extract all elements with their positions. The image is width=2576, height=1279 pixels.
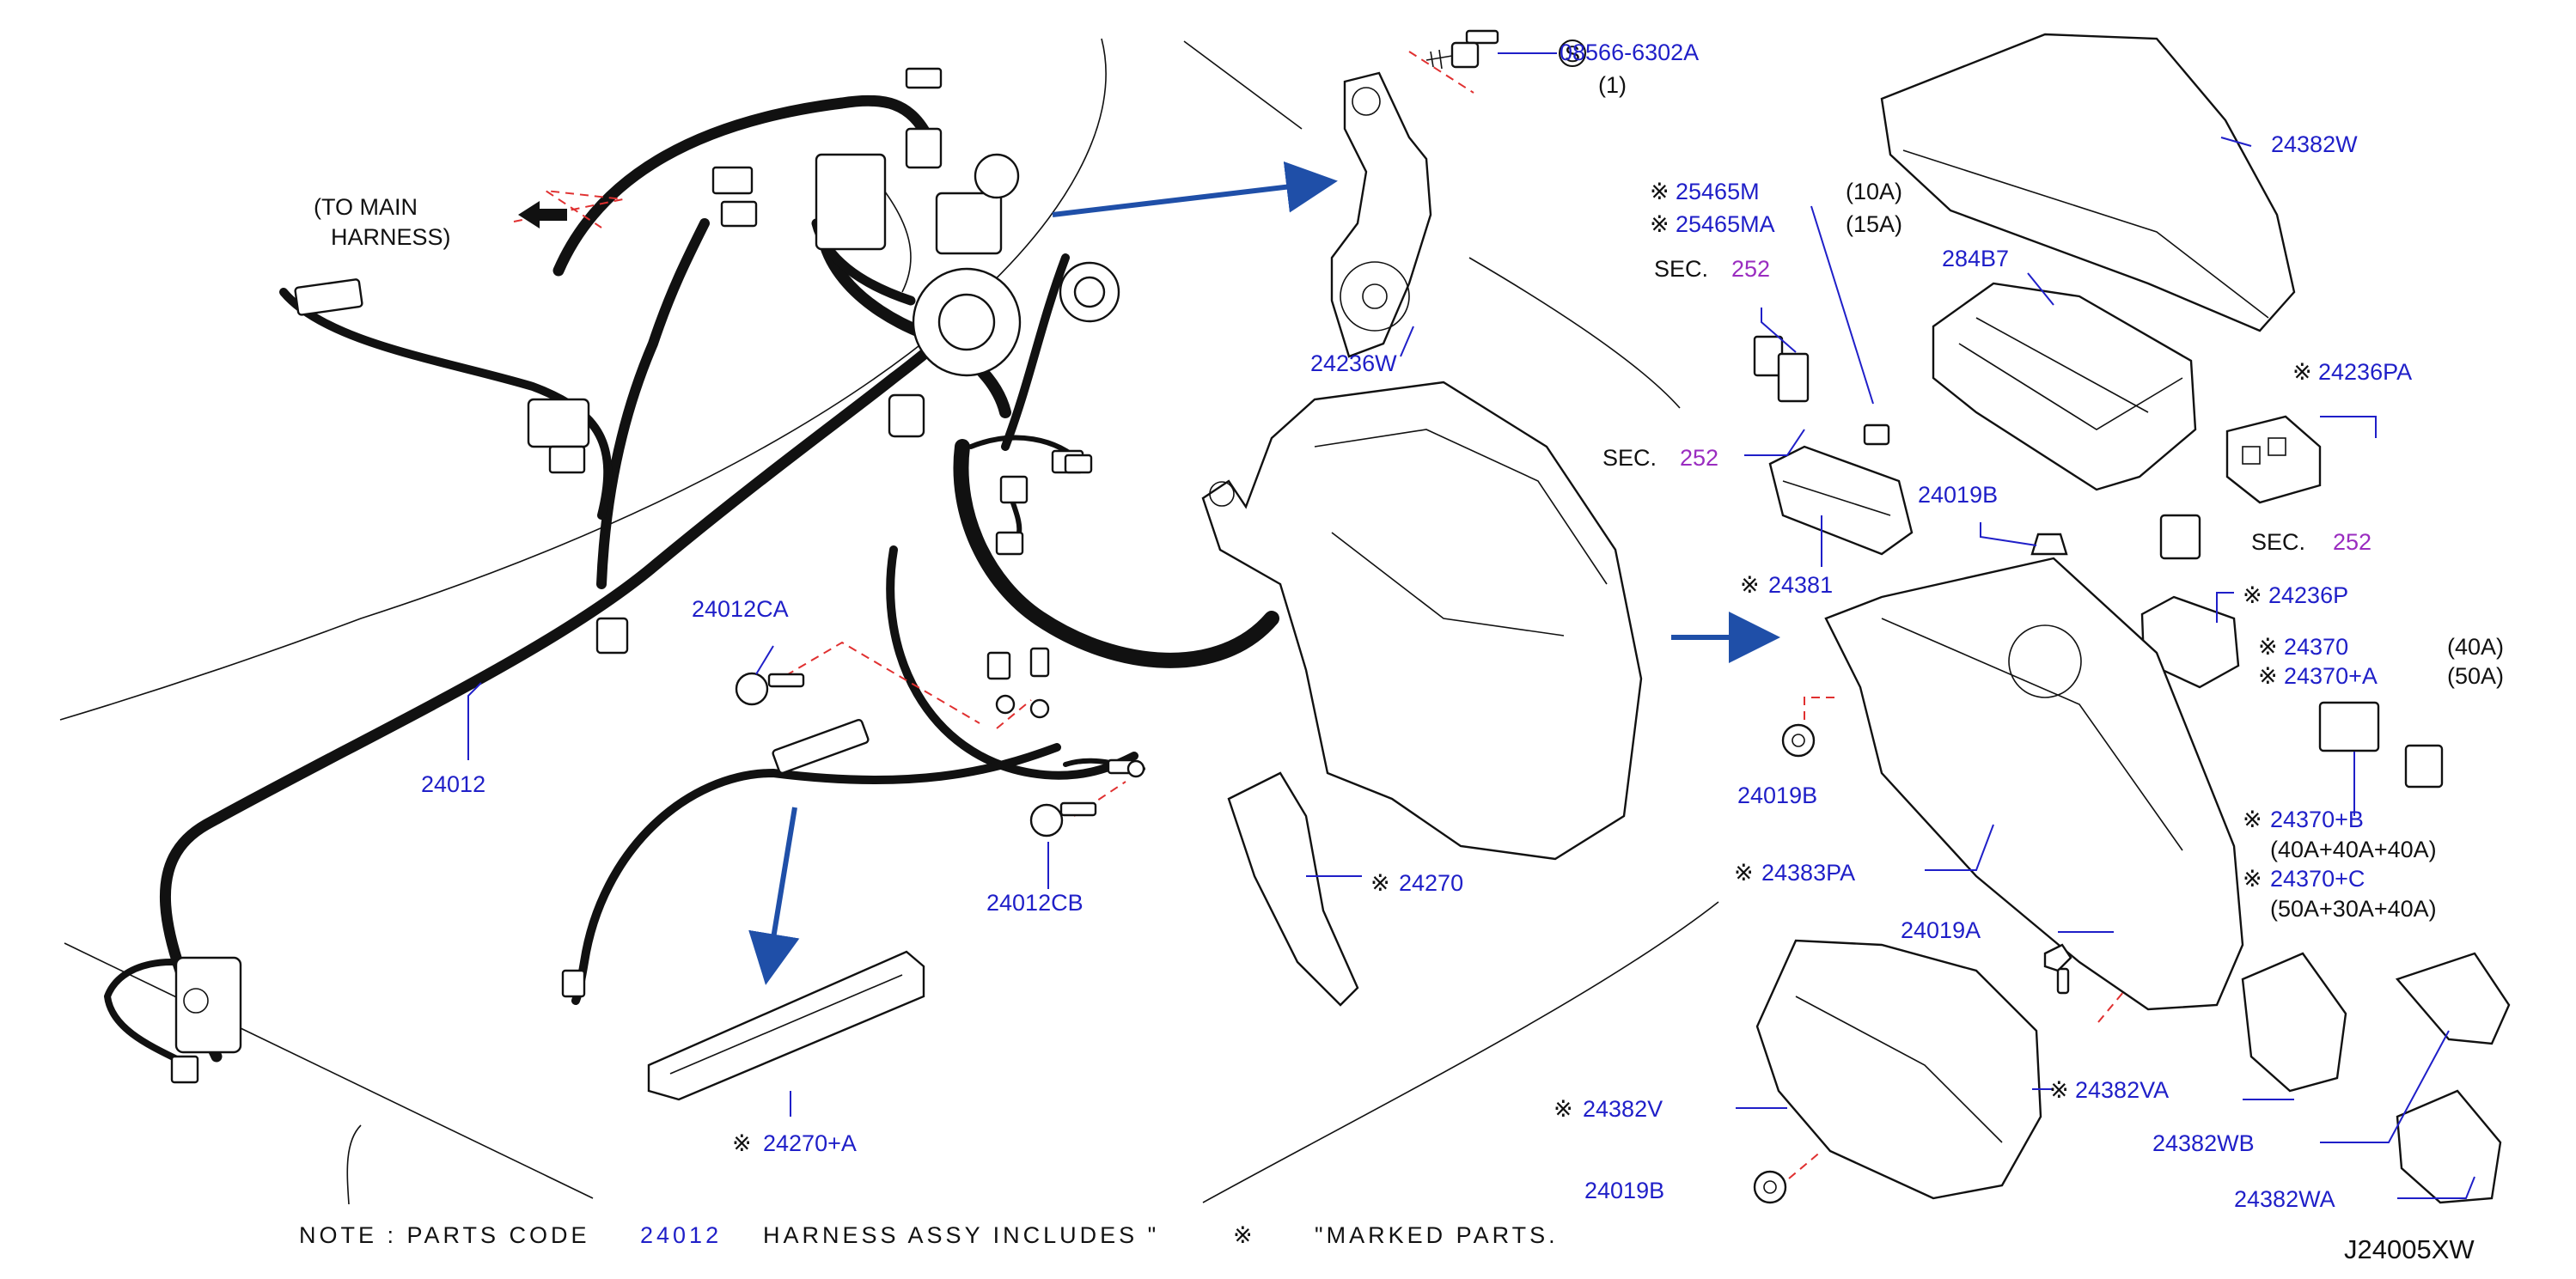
sec-label-2: SEC. bbox=[1602, 445, 1657, 471]
part-24012CA-bolt bbox=[735, 672, 805, 706]
label-08566-qty: (1) bbox=[1598, 72, 1627, 98]
mark-25465MA: ※ bbox=[1650, 211, 1670, 237]
label-24383PA: 24383PA bbox=[1761, 860, 1855, 886]
label-24370A-rating: (50A) bbox=[2447, 663, 2504, 689]
label-24370A: 24370+A bbox=[2284, 663, 2378, 689]
direction-arrows bbox=[748, 161, 1780, 985]
mark-24370: ※ bbox=[2258, 634, 2278, 660]
to-main-harness-arrow bbox=[518, 201, 567, 228]
screw-08566 bbox=[1425, 29, 1499, 70]
svg-text:S: S bbox=[1565, 41, 1580, 67]
note-suffix: "MARKED PARTS. bbox=[1315, 1222, 1559, 1248]
part-24270-wire-channel bbox=[1227, 771, 1359, 1007]
label-24019B-top: 24019B bbox=[1918, 482, 1998, 508]
label-25465MA: 25465MA bbox=[1676, 211, 1775, 237]
label-24270: 24270 bbox=[1399, 870, 1463, 896]
part-24382WA-side-cover bbox=[2395, 952, 2511, 1204]
part-24236W-bracket bbox=[1330, 71, 1432, 358]
mark-24270A: ※ bbox=[732, 1130, 752, 1156]
part-24236PA-connector bbox=[2225, 415, 2322, 504]
label-284B7: 284B7 bbox=[1942, 246, 2009, 271]
diagram-code: J24005XW bbox=[2344, 1234, 2475, 1264]
label-24236P: 24236P bbox=[2268, 582, 2348, 608]
mark-24236PA: ※ bbox=[2292, 359, 2312, 385]
label-24382WA: 24382WA bbox=[2234, 1186, 2335, 1212]
sec-label-3: SEC. bbox=[2251, 529, 2305, 555]
part-24270A-protector bbox=[647, 950, 925, 1101]
note-prefix: NOTE : PARTS CODE bbox=[299, 1222, 590, 1248]
mark-24370C: ※ bbox=[2243, 866, 2262, 892]
to-main-harness-line2: HARNESS) bbox=[331, 224, 451, 250]
label-24019A: 24019A bbox=[1901, 917, 1981, 943]
sec-number-2: 252 bbox=[1680, 445, 1718, 471]
label-24236PA: 24236PA bbox=[2318, 359, 2412, 385]
to-main-harness-line1: (TO MAIN bbox=[314, 194, 418, 220]
label-25465M-rating: (10A) bbox=[1846, 179, 1902, 204]
label-24382WB: 24382WB bbox=[2152, 1130, 2255, 1156]
part-24370-fusible-link bbox=[2318, 701, 2444, 789]
sec-number-3: 252 bbox=[2333, 529, 2372, 555]
label-08566-6302A: 08566-6302A bbox=[1560, 40, 1699, 65]
label-25465MA-rating: (15A) bbox=[1846, 211, 1902, 237]
harness-connectors bbox=[170, 67, 1145, 1084]
part-24019A-bolt bbox=[2043, 943, 2072, 995]
mark-24236P: ※ bbox=[2243, 582, 2262, 608]
mark-25465M: ※ bbox=[1650, 179, 1670, 204]
label-24381: 24381 bbox=[1768, 572, 1833, 598]
label-24012: 24012 bbox=[421, 771, 485, 797]
mark-24382V: ※ bbox=[1554, 1096, 1573, 1122]
label-24019B-mid: 24019B bbox=[1737, 783, 1817, 808]
sec-label-1: SEC. bbox=[1654, 256, 1708, 282]
part-24270-relay-box bbox=[1201, 381, 1643, 861]
mark-24270: ※ bbox=[1370, 870, 1390, 896]
part-24019B-clip-mid bbox=[1781, 723, 1816, 758]
label-24370B-rating: (40A+40A+40A) bbox=[2270, 837, 2437, 862]
vehicle-body-outline bbox=[59, 38, 1719, 1205]
part-labels: (TO MAIN HARNESS) 08566-6302A (1) 24236W… bbox=[314, 40, 2504, 1212]
part-24019B-clip-bottom bbox=[1753, 1170, 1787, 1204]
part-24012CB-bolt bbox=[1029, 801, 1097, 837]
part-24019B-clip-top bbox=[2030, 533, 2068, 556]
part-24382WB-side-cover bbox=[2241, 952, 2347, 1093]
label-24370B: 24370+B bbox=[2270, 807, 2364, 832]
part-24382W-cover bbox=[1880, 33, 2296, 332]
s-symbol: S bbox=[1559, 40, 1586, 67]
mark-24370B: ※ bbox=[2243, 807, 2262, 832]
relays-25465 bbox=[1753, 335, 1890, 446]
sec-number-1: 252 bbox=[1731, 256, 1770, 282]
label-24270A: 24270+A bbox=[763, 1130, 857, 1156]
label-24382VA: 24382VA bbox=[2075, 1077, 2169, 1103]
label-24370: 24370 bbox=[2284, 634, 2348, 660]
wiring-harness-24012 bbox=[104, 94, 1279, 1069]
label-24012CA: 24012CA bbox=[692, 596, 789, 622]
label-24236W: 24236W bbox=[1310, 350, 1397, 376]
mark-24382VA: ※ bbox=[2049, 1077, 2069, 1103]
note-mark: ※ bbox=[1233, 1222, 1256, 1248]
note-middle: HARNESS ASSY INCLUDES " bbox=[763, 1222, 1159, 1248]
mark-24381: ※ bbox=[1740, 572, 1760, 598]
label-24012CB: 24012CB bbox=[986, 890, 1084, 916]
part-284B7-module bbox=[1932, 282, 2197, 491]
relay-252 bbox=[2159, 514, 2201, 560]
label-24370C: 24370+C bbox=[2270, 866, 2365, 892]
part-24381-fuse-block bbox=[1768, 445, 1914, 556]
label-24370-rating: (40A) bbox=[2447, 634, 2504, 660]
footer-note: NOTE : PARTS CODE 24012 HARNESS ASSY INC… bbox=[299, 1222, 1559, 1248]
label-24382W: 24382W bbox=[2271, 131, 2358, 157]
mark-24383PA: ※ bbox=[1734, 860, 1754, 886]
leader-lines bbox=[467, 52, 2475, 1199]
note-part-code: 24012 bbox=[640, 1222, 722, 1248]
label-24370C-rating: (50A+30A+40A) bbox=[2270, 896, 2437, 922]
label-24019B-bottom: 24019B bbox=[1584, 1178, 1664, 1203]
part-24383PA-tray bbox=[1824, 557, 2244, 1011]
part-24382V-lower-cover bbox=[1755, 939, 2042, 1200]
label-24382V: 24382V bbox=[1583, 1096, 1663, 1122]
mark-24370A: ※ bbox=[2258, 663, 2278, 689]
label-25465M: 25465M bbox=[1676, 179, 1760, 204]
